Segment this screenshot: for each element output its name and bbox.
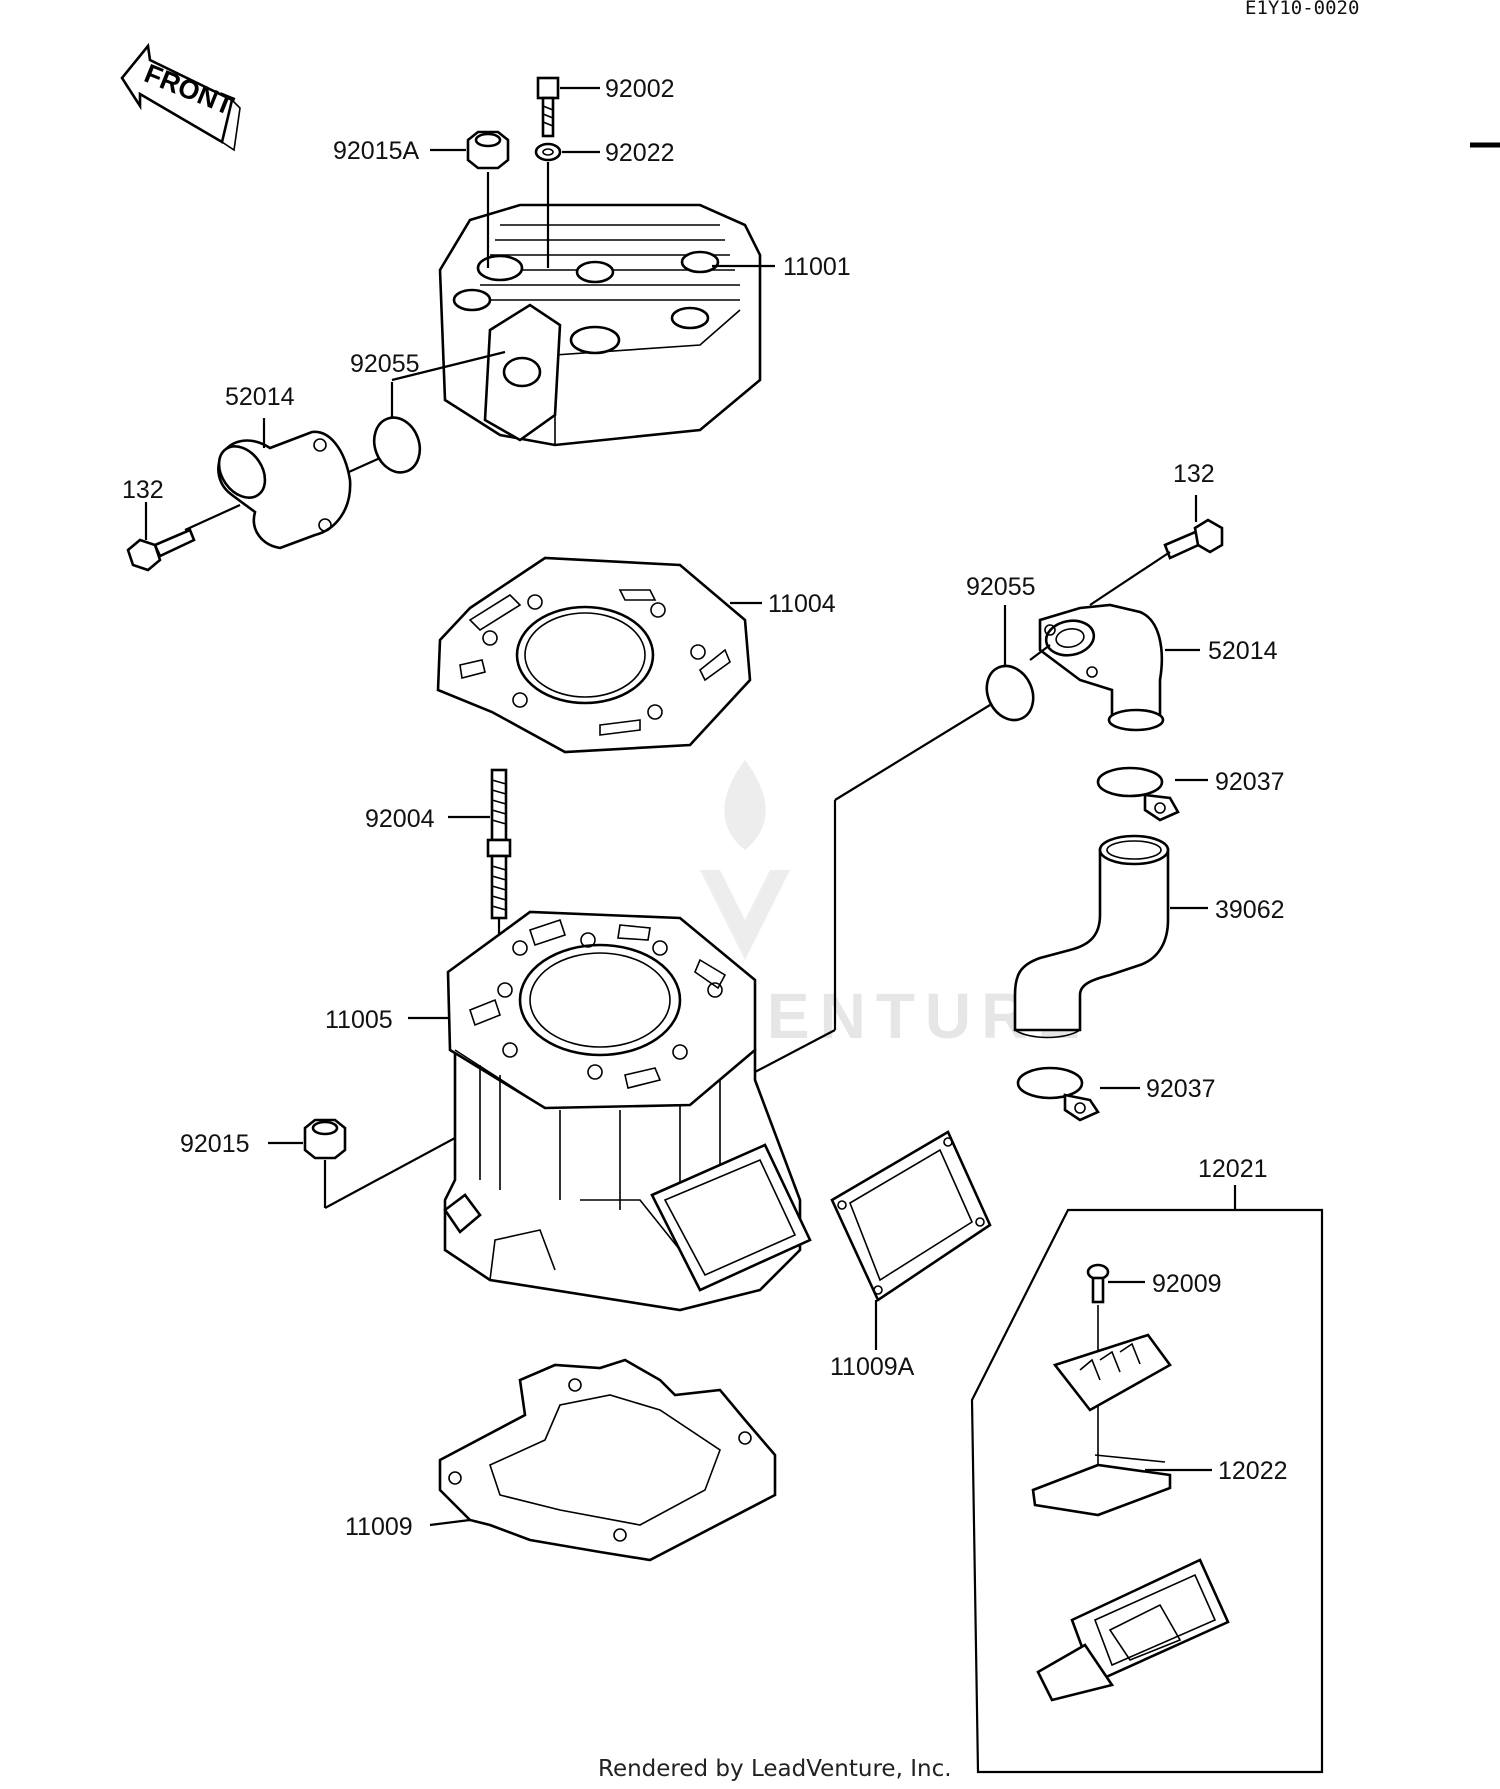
head-gasket-11004-part <box>436 556 752 754</box>
reed-block-part <box>1036 1558 1230 1702</box>
leader-92015-to-cylinder <box>324 1137 456 1209</box>
label-92022: 92022 <box>605 139 675 167</box>
label-39062: 39062 <box>1215 896 1285 924</box>
label-92055-right: 92055 <box>966 573 1036 601</box>
reed-gasket-11009A-part <box>830 1130 992 1302</box>
o-ring-92055-left-part <box>372 416 422 474</box>
nut-92015-part <box>303 1118 347 1160</box>
footer-credit: Rendered by LeadVenture, Inc. <box>598 1756 952 1782</box>
label-92037-top: 92037 <box>1215 768 1285 796</box>
bolt-92002-part <box>536 76 560 138</box>
label-92015A: 92015A <box>333 137 420 165</box>
bolt-132-left-part <box>126 528 196 572</box>
diagram-code: E1Y10-0020 <box>1245 0 1359 19</box>
label-92002: 92002 <box>605 75 675 103</box>
leader-bolt-to-elbow <box>184 503 241 532</box>
reed-stopper-part <box>1052 1333 1172 1412</box>
bolt-132-right-part <box>1163 518 1224 560</box>
label-12022: 12022 <box>1218 1457 1288 1485</box>
base-gasket-11009-part <box>438 1358 777 1562</box>
cylinder-11005-part <box>443 910 812 1312</box>
label-52014-left: 52014 <box>225 383 295 411</box>
leader-bolt-right-to-elbow <box>1089 551 1171 606</box>
label-11005: 11005 <box>325 1006 393 1034</box>
hose-39062-part <box>1013 834 1170 1039</box>
reed-valve-assembly-box <box>970 1208 1324 1774</box>
leader-oring-right-to-cylinder-a <box>834 704 991 801</box>
cylinder-head-part <box>438 203 762 447</box>
stud-92004-part <box>486 768 512 920</box>
label-92004: 92004 <box>365 805 435 833</box>
label-92055-left: 92055 <box>350 350 420 378</box>
leader-oring-to-head <box>391 350 506 382</box>
washer-92022-hole <box>542 148 554 156</box>
label-11001: 11001 <box>783 253 851 281</box>
nut-92015A-part <box>466 130 510 170</box>
hose-clamp-92037-bottom-part <box>1016 1066 1100 1122</box>
label-11004: 11004 <box>768 590 836 618</box>
screw-92009-part <box>1086 1263 1110 1304</box>
water-elbow-52014-right-part <box>1038 603 1165 732</box>
label-92009: 92009 <box>1152 1270 1222 1298</box>
hose-clamp-92037-top-part <box>1096 766 1180 822</box>
water-elbow-52014-left-part <box>217 430 352 550</box>
label-11009: 11009 <box>345 1513 413 1541</box>
label-11009A: 11009A <box>830 1353 915 1381</box>
washer-92022-part <box>534 142 562 162</box>
leader-11009 <box>429 1518 471 1527</box>
label-92015: 92015 <box>180 1130 250 1158</box>
o-ring-92055-right-part <box>985 664 1035 722</box>
front-arrow: FRONT <box>120 42 241 152</box>
label-132-left: 132 <box>122 476 164 504</box>
label-132-right: 132 <box>1173 460 1215 488</box>
label-52014-right: 52014 <box>1208 637 1278 665</box>
leader-oring-right-to-cylinder-c <box>754 1029 836 1073</box>
reed-petal-12022-part <box>1031 1454 1172 1517</box>
label-12021: 12021 <box>1198 1155 1268 1183</box>
leader-oring-right-to-elbow <box>1029 644 1051 661</box>
label-92037-bottom: 92037 <box>1146 1075 1216 1103</box>
